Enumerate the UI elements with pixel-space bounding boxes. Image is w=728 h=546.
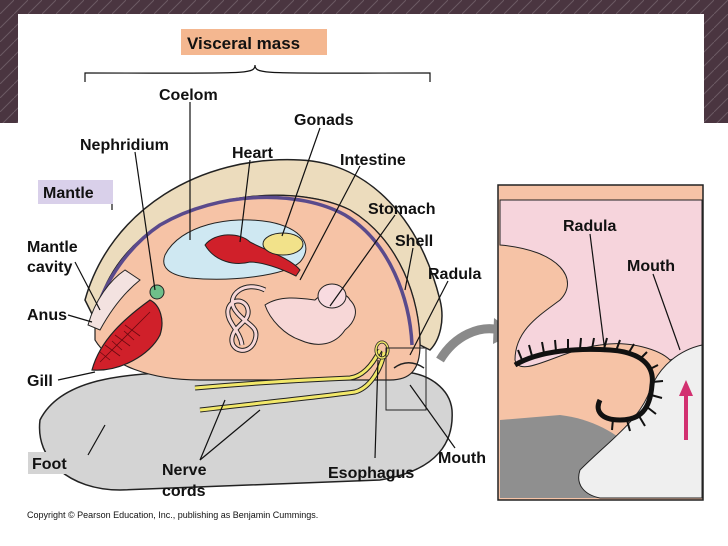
inset-mouth-label: Mouth	[627, 258, 675, 275]
nephridium-label: Nephridium	[80, 137, 169, 154]
mouth-label: Mouth	[438, 450, 486, 467]
heart-label: Heart	[232, 145, 274, 162]
esophagus-label: Esophagus	[328, 465, 414, 482]
leader-lines	[57, 64, 456, 461]
inset-leader-lines	[589, 233, 681, 353]
digestive-gland-shape	[317, 283, 347, 309]
radula-zoom-box	[385, 347, 427, 411]
mantle-cavity-label-2: cavity	[27, 259, 72, 276]
anus-label: Anus	[27, 307, 67, 324]
visceral-mass-box	[181, 29, 327, 55]
copyright-text: Copyright © Pearson Education, Inc., pub…	[27, 510, 318, 520]
inset-radula-label: Radula	[563, 218, 616, 235]
nerve-cords-label-2: cords	[162, 483, 206, 500]
inset-grey-tongue	[578, 344, 703, 499]
foot-box	[28, 452, 78, 474]
foot-shape	[38, 371, 453, 491]
heart-shape	[204, 234, 301, 277]
mantle-box	[38, 180, 113, 204]
mantle-label: Mantle	[43, 185, 94, 202]
gill-label: Gill	[27, 373, 53, 390]
stomach-label: Stomach	[368, 201, 436, 218]
nerve-cords-label-1: Nerve	[162, 462, 207, 479]
mantle-cavity-shape	[87, 269, 141, 331]
shell-label: Shell	[395, 233, 433, 250]
radula-label: Radula	[428, 266, 481, 283]
coelom-label: Coelom	[159, 87, 218, 104]
radula-teeth	[517, 337, 664, 432]
mantle-line	[93, 195, 414, 346]
nephridium-shape	[149, 284, 165, 300]
intestine-label: Intestine	[340, 152, 406, 169]
foot-label: Foot	[32, 456, 67, 473]
inset-pink-tissue	[499, 199, 703, 368]
gonads-shape	[262, 232, 304, 256]
mantle-cavity-label-1: Mantle	[27, 239, 78, 256]
visceral-mass-label: Visceral mass	[187, 34, 300, 53]
zoom-arrow	[436, 324, 502, 363]
gonads-label: Gonads	[294, 112, 354, 129]
